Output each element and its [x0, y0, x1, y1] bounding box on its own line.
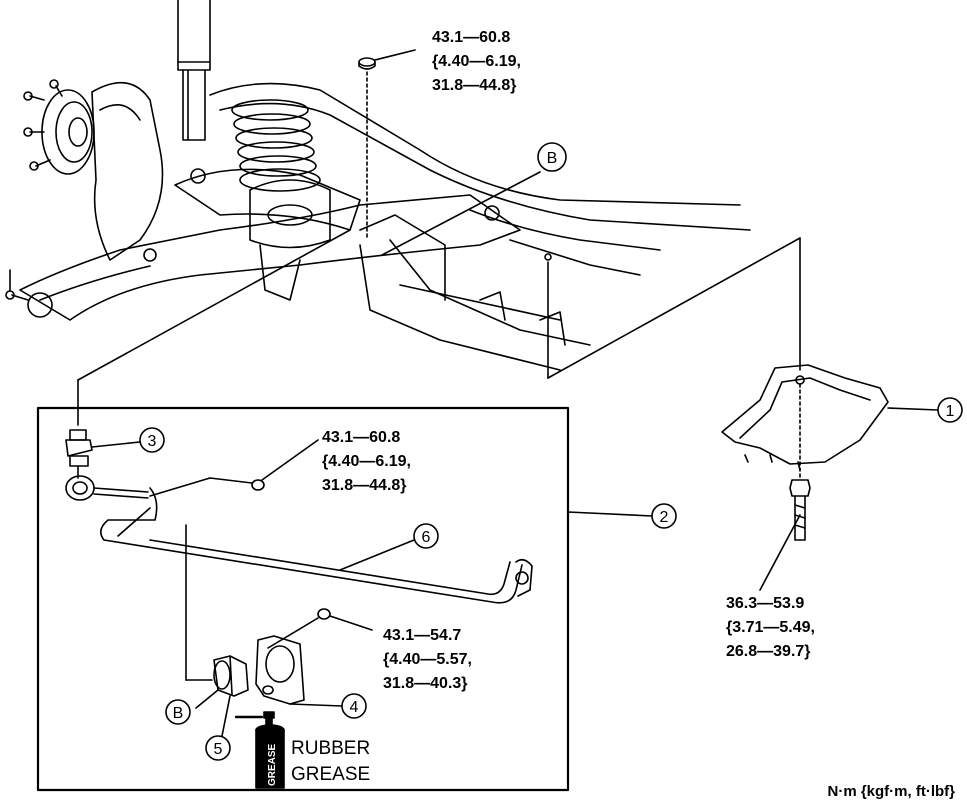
torque-cover-line2: {3.71—5.49,	[726, 619, 815, 636]
torque-link-line2: {4.40—6.19,	[322, 453, 411, 470]
svg-text:5: 5	[214, 741, 223, 758]
svg-text:2: 2	[660, 509, 669, 526]
torque-bushing-line2: {4.40—5.57,	[383, 651, 472, 668]
svg-text:GREASE: GREASE	[267, 743, 278, 786]
svg-text:1: 1	[946, 403, 955, 420]
torque-bushing-line1: 43.1—54.7	[383, 627, 461, 644]
link-nut	[149, 439, 319, 497]
stabilizer-inset-frame	[36, 406, 570, 792]
svg-text:B: B	[173, 705, 184, 722]
torque-top-line3: 31.8—44.8}	[432, 77, 517, 94]
stabilizer-bar	[100, 487, 533, 681]
coil-spring	[231, 99, 321, 192]
torque-spec-cover: 36.3—53.9 {3.71—5.49, 26.8—39.7}	[726, 595, 815, 660]
frame-bushing-area	[249, 179, 331, 301]
callout-4: 4	[341, 693, 367, 719]
grease-label-line2: GREASE	[291, 764, 370, 785]
stabilizer-bushing	[195, 655, 249, 737]
stabilizer-bracket	[255, 608, 373, 707]
torque-link-line3: 31.8—44.8}	[322, 477, 407, 494]
top-bolt	[358, 57, 376, 241]
torque-link-line1: 43.1—60.8	[322, 429, 400, 446]
torque-spec-top: 43.1—60.8 {4.40—6.19, 31.8—44.8}	[432, 29, 521, 94]
rear-suspension-assembly	[5, 0, 751, 371]
stabilizer-link	[65, 429, 149, 501]
grease-label: RUBBER GREASE	[291, 738, 370, 785]
svg-text:3: 3	[148, 433, 157, 450]
wheel-hub	[23, 79, 164, 261]
leader-lines-upper	[77, 49, 801, 426]
callout-3: 3	[139, 427, 165, 453]
lower-arm	[5, 194, 521, 321]
callout-b-bottom: B	[165, 699, 191, 725]
torque-cover-line1: 36.3—53.9	[726, 595, 804, 612]
callout-b-top: B	[537, 142, 567, 172]
shock-absorber	[177, 0, 211, 141]
torque-spec-bushing: 43.1—54.7 {4.40—5.57, 31.8—40.3}	[383, 627, 472, 692]
svg-text:B: B	[547, 150, 558, 167]
svg-text:6: 6	[422, 529, 431, 546]
callout-2: 2	[651, 503, 677, 529]
callout-5: 5	[205, 735, 231, 761]
torque-spec-link: 43.1—60.8 {4.40—6.19, 31.8—44.8}	[322, 429, 411, 494]
torque-bushing-line3: 31.8—40.3}	[383, 675, 468, 692]
grease-label-line1: RUBBER	[291, 738, 370, 759]
crossmember	[209, 82, 751, 371]
callout-6: 6	[413, 523, 439, 549]
grease-can-icon: GREASE	[234, 711, 285, 789]
svg-text:4: 4	[350, 699, 359, 716]
cover-bolt	[759, 479, 811, 591]
torque-units-label: N·m {kgf·m, ft·lbf}	[828, 783, 956, 800]
upper-arm	[174, 168, 500, 231]
under-cover	[721, 364, 939, 591]
torque-top-line1: 43.1—60.8	[432, 29, 510, 46]
callout-1: 1	[937, 397, 963, 423]
torque-cover-line3: 26.8—39.7}	[726, 643, 811, 660]
callout-2-leader	[567, 511, 653, 517]
torque-top-line2: {4.40—6.19,	[432, 53, 521, 70]
